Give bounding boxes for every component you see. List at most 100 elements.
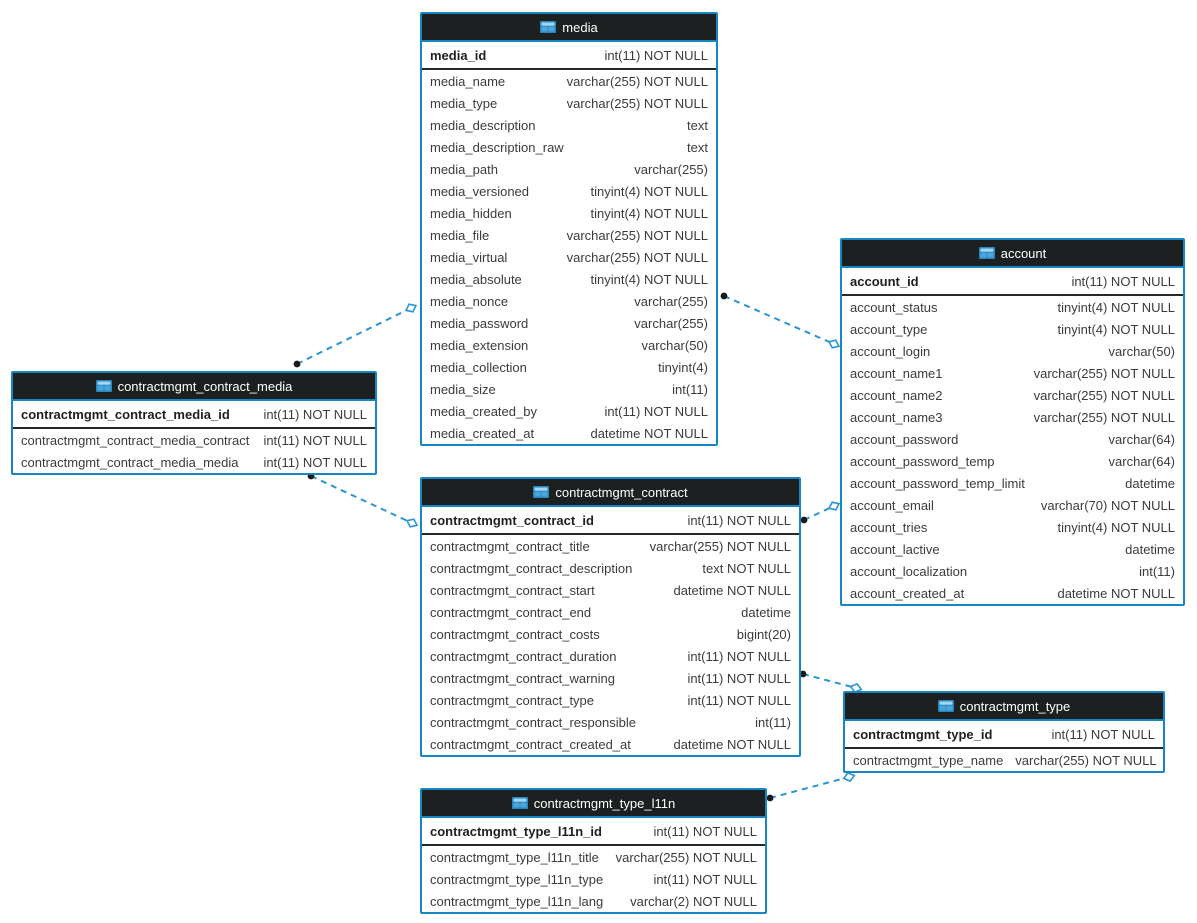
column-type: int(11) NOT NULL [687,670,791,686]
column-type: varchar(255) NOT NULL [566,73,708,89]
column-row[interactable]: contractmgmt_contract_warning int(11) NOT… [422,667,799,689]
relationship-contractmgmt_type_l11n-to-contractmgmt_type[interactable] [766,771,856,802]
relationship-contractmgmt_contract_media-to-contractmgmt_contract[interactable] [307,472,419,528]
column-name: media_file [430,227,490,243]
column-type: varchar(70) NOT NULL [1040,497,1175,513]
column-type: varchar(255) NOT NULL [566,227,708,243]
column-name: account_status [850,299,938,315]
table-header[interactable]: account [842,240,1183,268]
column-name: contractmgmt_contract_id [430,512,594,528]
column-name: media_virtual [430,249,508,265]
table-header[interactable]: contractmgmt_type_l11n [422,790,765,818]
table-header[interactable]: contractmgmt_contract_media [13,373,375,401]
column-name: media_extension [430,337,529,353]
table-header[interactable]: contractmgmt_type [845,693,1163,721]
column-type: varchar(64) [1108,431,1175,447]
table-icon [511,797,528,809]
table-name: contractmgmt_contract [555,484,688,500]
column-name: media_collection [430,359,527,375]
table-contractmgmt_contract[interactable]: contractmgmt_contract contractmgmt_contra… [420,477,801,757]
relationship-contractmgmt_contract_media-to-media[interactable] [293,303,418,368]
column-row[interactable]: media_file varchar(255) NOT NULL [422,224,716,246]
column-type: tinyint(4) NOT NULL [1057,519,1175,535]
table-icon [95,380,112,392]
column-row[interactable]: media_collection tinyint(4) [422,356,716,378]
table-icon [540,21,557,33]
column-type: datetime [1125,475,1175,491]
column-name: media_description_raw [430,139,564,155]
column-name: account_password_temp [850,453,995,469]
table-header[interactable]: media [422,14,716,42]
column-name: contractmgmt_contract_warning [430,670,615,686]
column-name: media_path [430,161,498,177]
column-type: varchar(255) [634,315,708,331]
column-name: contractmgmt_type_l11n_type [430,871,604,887]
column-name: contractmgmt_type_name [853,752,1004,768]
column-type: tinyint(4) [658,359,708,375]
relationship-contractmgmt_contract-to-account[interactable] [800,501,841,524]
relationship-contractmgmt_contract-to-contractmgmt_type[interactable] [799,670,863,694]
column-type: int(11) [755,714,791,730]
relationship-media-to-account[interactable] [720,292,841,349]
table-header[interactable]: contractmgmt_contract [422,479,799,507]
column-name: contractmgmt_contract_end [430,604,592,620]
